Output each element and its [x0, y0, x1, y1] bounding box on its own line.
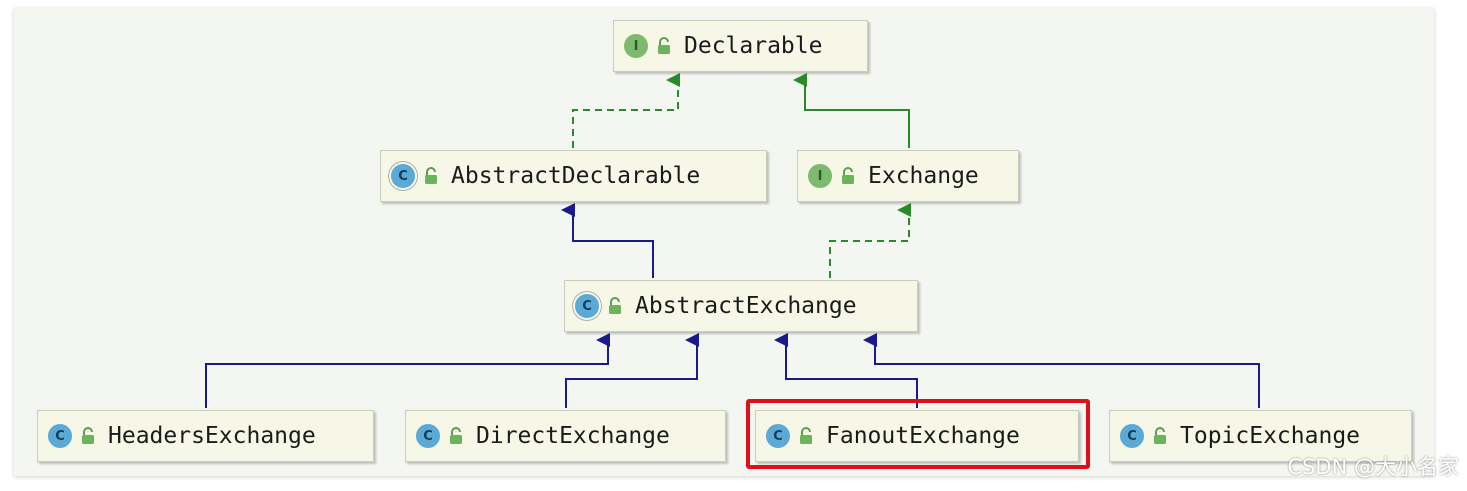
edge-directexchange-abstractexchange — [565, 333, 699, 408]
node-label: Exchange — [868, 163, 979, 189]
node-exchange[interactable]: I Exchange — [797, 150, 1019, 202]
abstract-class-icon: C — [575, 294, 599, 318]
unlocked-icon — [842, 167, 854, 184]
class-icon: C — [766, 424, 790, 448]
node-label: HeadersExchange — [108, 423, 316, 449]
edge-topicexchange-abstractexchange — [863, 333, 1260, 408]
interface-icon: I — [624, 34, 648, 58]
node-label: AbstractDeclarable — [451, 163, 701, 189]
unlocked-icon — [800, 427, 812, 444]
node-declarable[interactable]: I Declarable — [613, 20, 868, 72]
edge-abstractexchange-exchange — [829, 203, 911, 278]
edge-abstractdeclarable-declarable — [572, 73, 680, 148]
highlight-box — [746, 399, 1090, 469]
node-fanout-exchange[interactable]: C FanoutExchange — [755, 410, 1079, 462]
class-icon: C — [416, 424, 440, 448]
node-abstract-exchange[interactable]: C AbstractExchange — [564, 280, 918, 332]
abstract-class-icon: C — [391, 164, 415, 188]
node-label: TopicExchange — [1180, 423, 1361, 449]
unlocked-icon — [425, 167, 437, 184]
node-abstract-declarable[interactable]: C AbstractDeclarable — [380, 150, 767, 202]
unlocked-icon — [658, 37, 670, 54]
node-label: AbstractExchange — [635, 293, 857, 319]
class-icon: C — [48, 424, 72, 448]
edge-abstractexchange-abstractdeclarable — [561, 203, 654, 278]
class-icon: C — [1120, 424, 1144, 448]
unlocked-icon — [609, 297, 621, 314]
diagram-canvas — [14, 8, 1434, 476]
node-topic-exchange[interactable]: C TopicExchange — [1109, 410, 1412, 462]
node-headers-exchange[interactable]: C HeadersExchange — [37, 410, 374, 462]
node-direct-exchange[interactable]: C DirectExchange — [405, 410, 726, 462]
node-label: FanoutExchange — [826, 423, 1020, 449]
watermark: CSDN @大小名家 — [1287, 455, 1459, 479]
unlocked-icon — [82, 427, 94, 444]
node-label: Declarable — [684, 33, 823, 59]
node-label: DirectExchange — [476, 423, 670, 449]
unlocked-icon — [450, 427, 462, 444]
interface-icon: I — [808, 164, 832, 188]
unlocked-icon — [1154, 427, 1166, 444]
edge-exchange-declarable — [793, 73, 910, 148]
edge-fanoutexchange-abstractexchange — [774, 333, 918, 408]
edge-headersexchange-abstractexchange — [205, 333, 610, 408]
